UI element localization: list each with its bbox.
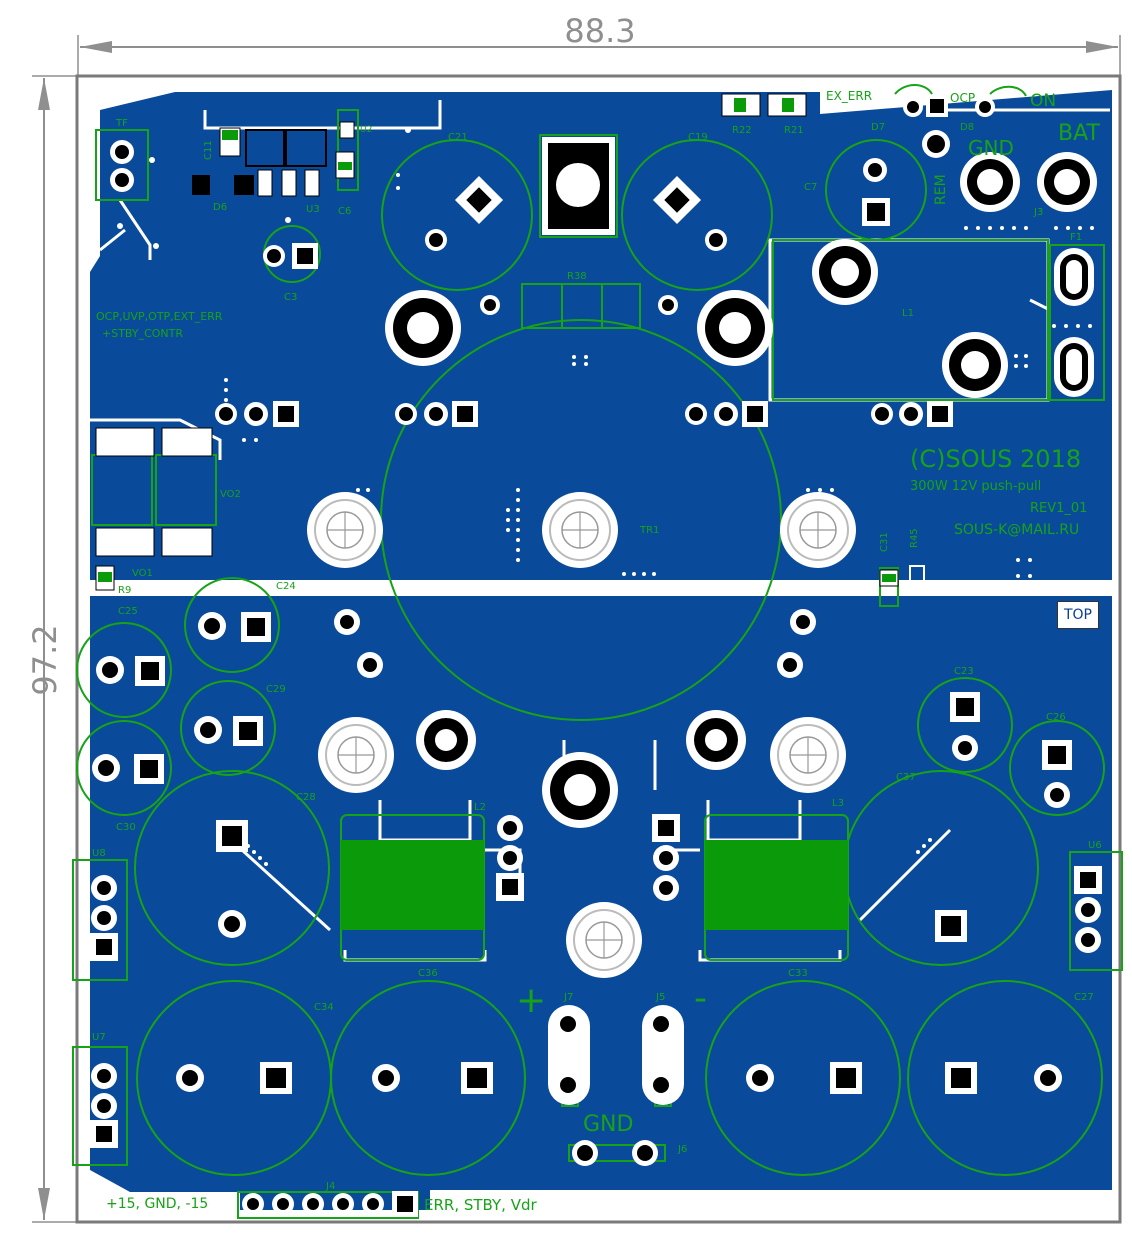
mount-screw xyxy=(565,901,643,979)
label-rem: REM xyxy=(933,174,949,205)
label-r22: R22 xyxy=(732,125,752,136)
label-d8: D8 xyxy=(960,122,974,133)
label-c27: C27 xyxy=(1074,992,1094,1003)
label-l1: L1 xyxy=(902,308,914,319)
via-dots xyxy=(117,127,1094,866)
label-j7: J7 xyxy=(563,992,573,1003)
label-j4-left: +15, GND, -15 xyxy=(106,1196,208,1212)
label-r9: R9 xyxy=(118,585,131,596)
label-on: ON xyxy=(1030,91,1056,111)
label-c33: C33 xyxy=(788,968,808,979)
inductor-l3-core xyxy=(705,840,848,930)
label-c31: C31 xyxy=(879,532,890,552)
label-plus: + xyxy=(516,980,546,1021)
label-vo1: VO1 xyxy=(132,568,153,579)
smd-parts xyxy=(95,93,925,591)
copper-top-zone xyxy=(90,90,1112,580)
label-ex-err: EX_ERR xyxy=(826,89,872,103)
top-layer-badge: TOP xyxy=(1057,601,1099,629)
label-u7: U7 xyxy=(92,1032,106,1043)
label-j6: J6 xyxy=(677,1144,687,1155)
mount-screw xyxy=(306,491,384,569)
label-j4-right: ERR, STBY, Vdr xyxy=(424,1196,537,1214)
label-tf: TF xyxy=(115,118,128,129)
label-c28: C28 xyxy=(296,792,316,803)
width-value: 88.3 xyxy=(564,12,635,50)
mount-screw xyxy=(541,491,619,569)
email-text: SOUS-K@MAIL.RU xyxy=(954,522,1079,538)
label-c11: C11 xyxy=(203,140,214,160)
label-c23: C23 xyxy=(954,666,974,677)
note-protection: OCP,UVP,OTP,EXT_ERR xyxy=(96,310,223,323)
mount-screw xyxy=(769,716,847,794)
label-c30: C30 xyxy=(116,822,136,833)
label-u2: U2 xyxy=(360,125,372,135)
rev-text: REV1_01 xyxy=(1030,501,1087,516)
label-minus: - xyxy=(694,978,707,1019)
dimension-height: 97.2 xyxy=(26,75,76,1223)
label-c36: C36 xyxy=(418,968,438,979)
label-j5: J5 xyxy=(655,992,665,1003)
label-c3: C3 xyxy=(284,292,297,303)
label-r38: R38 xyxy=(567,271,587,282)
note-standby: +STBY_CONTR xyxy=(102,327,183,340)
mount-screw xyxy=(317,716,395,794)
silk-labels: TF C11 D6 U3 C6 U2 C21 C19 R38 R22 R21 D… xyxy=(92,89,1102,1214)
label-c34: C34 xyxy=(314,1002,334,1013)
label-gnd-bottom: GND xyxy=(583,1112,633,1137)
inductor-l2-core xyxy=(341,840,484,930)
label-r45: R45 xyxy=(909,528,920,548)
label-tr1: TR1 xyxy=(639,525,659,536)
height-value: 97.2 xyxy=(26,624,64,695)
label-u6: U6 xyxy=(1088,840,1102,851)
label-j3: J3 xyxy=(1033,207,1043,218)
transformer-socket xyxy=(542,137,615,235)
label-c29: C29 xyxy=(266,684,286,695)
through-hole-pads xyxy=(90,95,1102,1217)
label-l3: L3 xyxy=(832,798,844,809)
label-c7: C7 xyxy=(804,182,817,193)
label-c25: C25 xyxy=(118,606,138,617)
label-gnd-top: GND xyxy=(968,136,1014,160)
label-c6: C6 xyxy=(338,206,351,217)
label-ocp: OCP xyxy=(950,91,975,105)
label-bat: BAT xyxy=(1058,121,1100,146)
label-d6: D6 xyxy=(213,202,227,213)
label-u3: U3 xyxy=(306,204,320,215)
label-l2: L2 xyxy=(474,802,486,813)
label-vo2: VO2 xyxy=(220,489,241,500)
label-r21: R21 xyxy=(784,125,804,136)
label-c37: C37 xyxy=(896,772,916,783)
dimension-width: 88.3 xyxy=(77,12,1121,76)
label-c19: C19 xyxy=(688,132,708,143)
mount-screw xyxy=(779,491,857,569)
spec-text: 300W 12V push-pull xyxy=(910,479,1041,494)
label-f1: F1 xyxy=(1070,232,1082,243)
label-c21: C21 xyxy=(448,132,468,143)
label-u8: U8 xyxy=(92,848,106,859)
label-j4: J4 xyxy=(325,1181,335,1192)
brand-text: (C)SOUS 2018 xyxy=(910,445,1081,473)
label-c26: C26 xyxy=(1046,712,1066,723)
label-d7: D7 xyxy=(871,122,885,133)
label-c24: C24 xyxy=(276,581,296,592)
